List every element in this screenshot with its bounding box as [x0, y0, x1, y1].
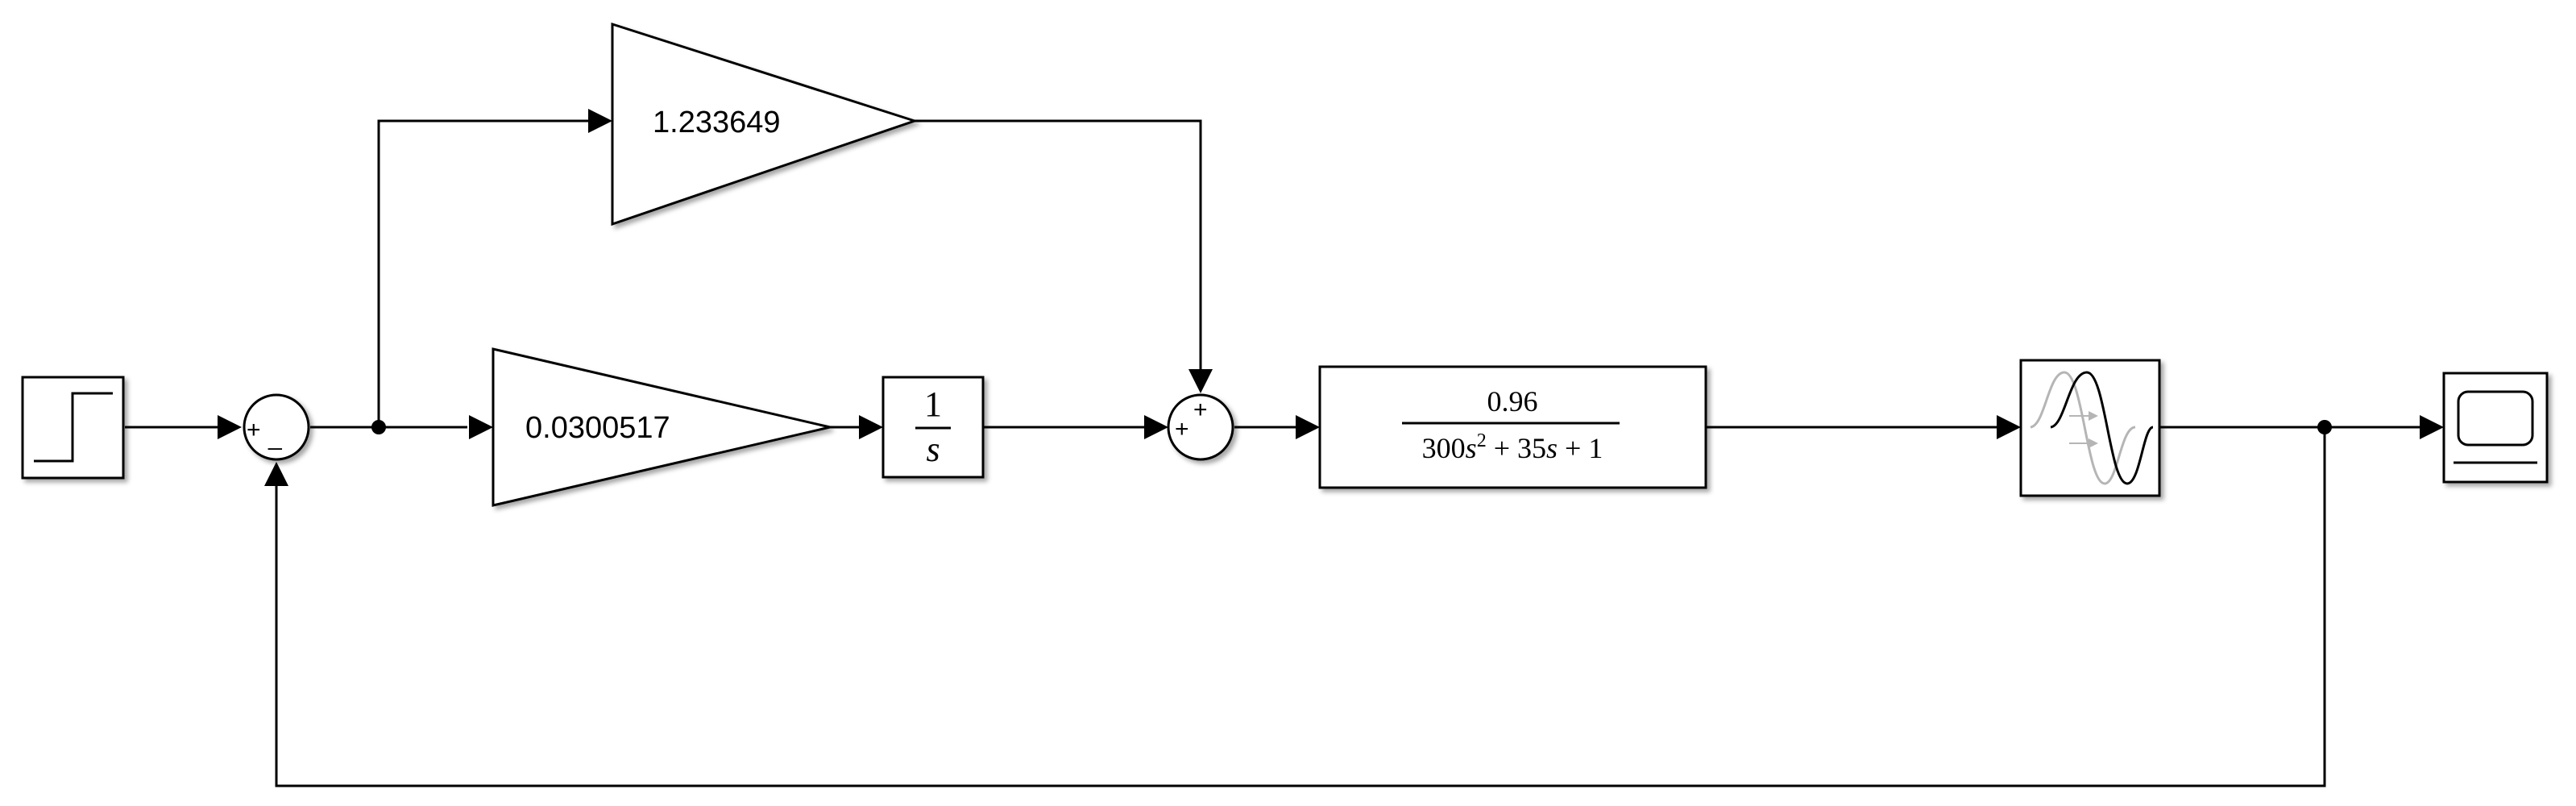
transport-delay-icon [2030, 371, 2154, 485]
gain-value: 1.233649 [653, 106, 781, 139]
step-block[interactable] [21, 376, 125, 480]
line-branch-to-proportional-gain[interactable] [377, 119, 588, 427]
transfer-function-denominator: 300s2 + 35s + 1 [1422, 430, 1603, 464]
gain-block-proportional[interactable]: 1.233649 [611, 22, 919, 226]
transfer-function-numerator: 0.96 [1487, 385, 1538, 418]
branch-point [2317, 420, 2332, 434]
branch-point [371, 420, 386, 434]
gain-value: 0.0300517 [525, 411, 670, 445]
sum-sign-minus: _ [268, 424, 283, 451]
arrowhead [859, 415, 883, 439]
sum-block-error[interactable]: + _ [243, 393, 310, 461]
arrowhead [469, 415, 493, 439]
scope-block[interactable] [2442, 372, 2549, 484]
arrowhead [1997, 415, 2021, 439]
arrowhead [1296, 415, 1320, 439]
sum-sign-plus: + [1175, 416, 1189, 442]
arrowhead [1188, 369, 1213, 393]
arrowhead [1144, 415, 1168, 439]
line-feedback[interactable] [275, 427, 2326, 787]
integrator-denominator: s [926, 430, 940, 469]
sum-block-controller[interactable]: + + [1167, 393, 1234, 461]
sum-sign-plus: + [247, 417, 261, 443]
arrowhead [588, 109, 612, 133]
signal-lines [125, 119, 2420, 787]
arrowhead [264, 462, 288, 486]
integrator-numerator: 1 [924, 384, 942, 424]
scope-icon [2457, 390, 2534, 447]
gain-block-integral[interactable]: 0.0300517 [492, 347, 831, 507]
arrowhead [2420, 415, 2444, 439]
integrator-block[interactable]: 1 s [881, 376, 985, 479]
transport-delay-block[interactable] [2019, 359, 2161, 497]
sum-sign-plus: + [1193, 397, 1208, 423]
step-icon [34, 392, 113, 463]
line-proportional-to-sum2[interactable] [915, 119, 1202, 369]
arrowheads [218, 109, 2444, 486]
arrowhead [218, 415, 242, 439]
transfer-function-block[interactable]: 0.96 300s2 + 35s + 1 [1318, 365, 1707, 489]
